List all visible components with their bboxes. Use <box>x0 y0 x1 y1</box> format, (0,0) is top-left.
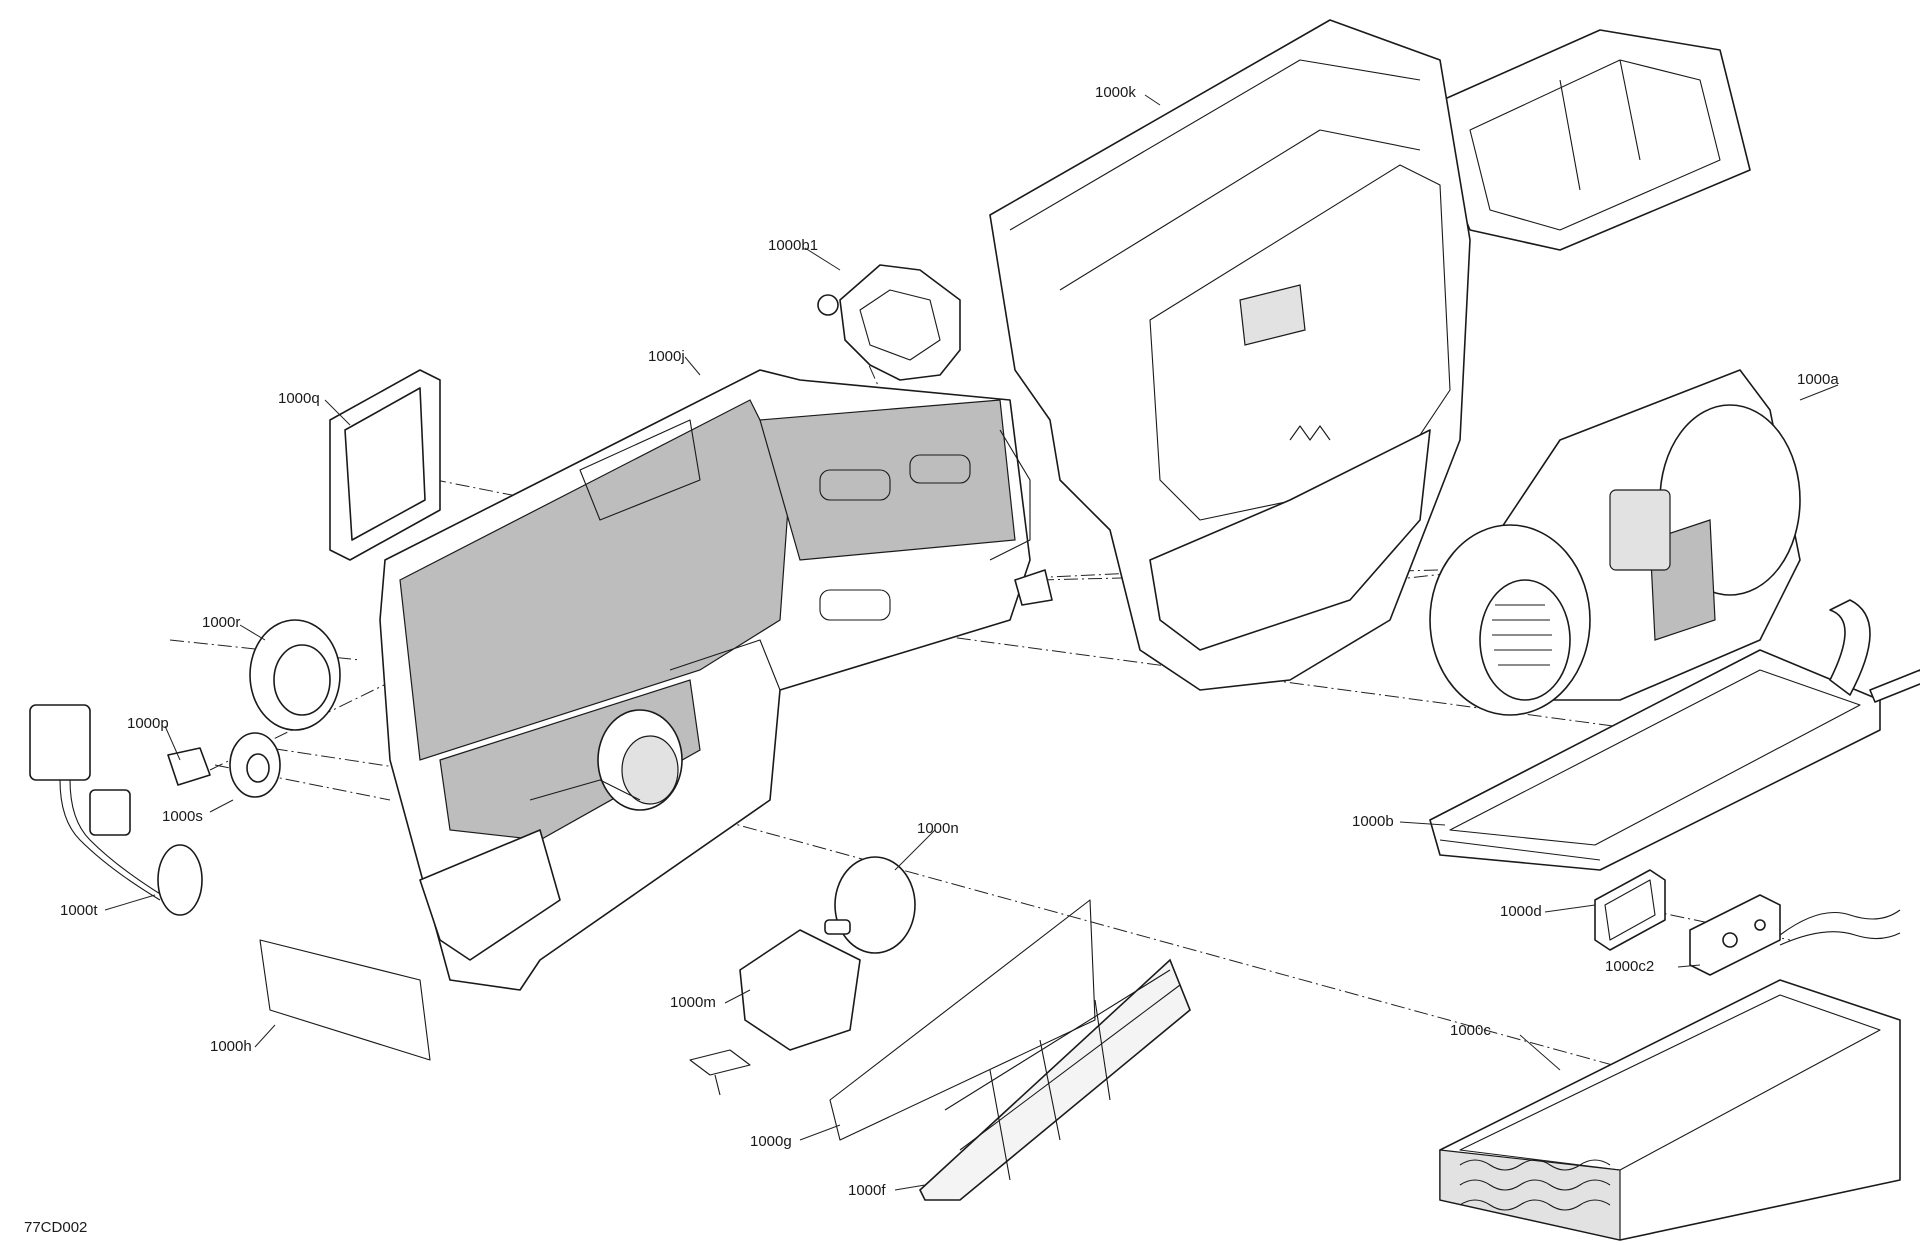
filter-frame <box>829 899 1191 1201</box>
small-components <box>29 569 1053 1096</box>
figure-reference: 77CD002 <box>24 1219 87 1236</box>
callout-1000k: 1000k <box>1095 84 1136 101</box>
callout-1000a: 1000a <box>1797 371 1839 388</box>
callout-1000h: 1000h <box>210 1038 252 1055</box>
callout-1000s: 1000s <box>162 808 203 825</box>
main-case <box>379 369 1031 991</box>
callout-1000b: 1000b <box>1352 813 1394 830</box>
leader-lines <box>104 94 1839 1191</box>
evaporator-core <box>1439 979 1901 1241</box>
callout-1000c2: 1000c2 <box>1605 958 1654 975</box>
heater-core <box>1429 599 1920 871</box>
blower-motor <box>1429 369 1801 716</box>
callout-1000f: 1000f <box>848 1182 886 1199</box>
callout-1000c: 1000c <box>1450 1022 1491 1039</box>
actuator <box>817 264 961 381</box>
gasket-square <box>329 369 441 561</box>
valve-assembly <box>1594 869 1901 976</box>
callout-1000j: 1000j <box>648 348 685 365</box>
callout-1000d: 1000d <box>1500 903 1542 920</box>
callout-1000q: 1000q <box>278 390 320 407</box>
callout-labels: 1000k 1000b1 1000j 1000q 1000a 1000r 100… <box>60 84 1839 1199</box>
callout-1000b1: 1000b1 <box>768 237 818 254</box>
callout-1000m: 1000m <box>670 994 716 1011</box>
callout-1000g: 1000g <box>750 1133 792 1150</box>
callout-1000p: 1000p <box>127 715 169 732</box>
callout-1000r: 1000r <box>202 614 240 631</box>
upper-housing <box>989 19 1751 691</box>
callout-1000t: 1000t <box>60 902 98 919</box>
callout-1000n: 1000n <box>917 820 959 837</box>
